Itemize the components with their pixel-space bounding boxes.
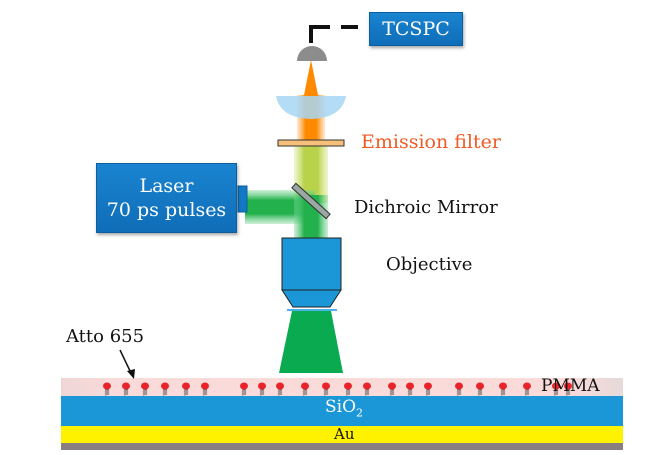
laser-box: Laser 70 ps pulses [96,163,237,233]
dye-molecule [564,382,572,396]
emission-filter-icon [277,139,345,147]
dichroic-mirror-label: Dichroic Mirror [354,197,498,218]
objective-icon [281,237,342,311]
dye-molecule [301,382,309,396]
dye-molecule [476,382,484,396]
sio2-subscript: 2 [356,406,364,420]
dye-molecule [552,382,560,396]
detector-icon [297,46,327,61]
objective-label: Objective [386,254,473,275]
detector-cable [309,25,358,43]
substrate-layer [61,443,623,450]
dye-molecule [523,382,531,396]
dye-molecule [201,382,209,396]
emission-filter-label: Emission filter [361,131,501,153]
sample-stack [61,378,623,450]
dye-molecule [363,382,371,396]
dye-pointer-arrow [119,349,135,379]
dye-molecule [182,382,190,396]
dye-molecule [499,382,507,396]
sio2-label: SiO2 [325,397,363,419]
dye-molecule [122,382,130,396]
laser-port [237,185,248,213]
laser-label-line2: 70 ps pulses [106,199,227,221]
pmma-label: PMMA [541,376,600,396]
focused-beam [279,311,343,373]
dye-molecule [258,382,266,396]
tcspc-box: TCSPC [369,12,463,46]
dye-molecule [161,382,169,396]
dye-molecule [344,382,352,396]
dye-molecule [240,382,248,396]
dye-molecules [103,382,572,396]
sio2-label-text: SiO [325,397,357,417]
dye-molecule [276,382,284,396]
dye-molecule [103,382,111,396]
dye-molecule [322,382,330,396]
tcspc-label: TCSPC [382,18,450,40]
dye-molecule [141,382,149,396]
pmma-layer [61,378,623,396]
au-layer [61,426,623,443]
sio2-layer [61,396,623,426]
dye-molecule [406,382,414,396]
lens-icon [276,96,346,119]
au-label: Au [334,425,355,443]
dye-molecule [424,382,432,396]
dye-molecule [455,382,463,396]
laser-label-line1: Laser [139,175,194,197]
dichroic-mirror-icon [291,182,331,220]
dye-molecule [388,382,396,396]
atto-655-label: Atto 655 [66,326,145,347]
